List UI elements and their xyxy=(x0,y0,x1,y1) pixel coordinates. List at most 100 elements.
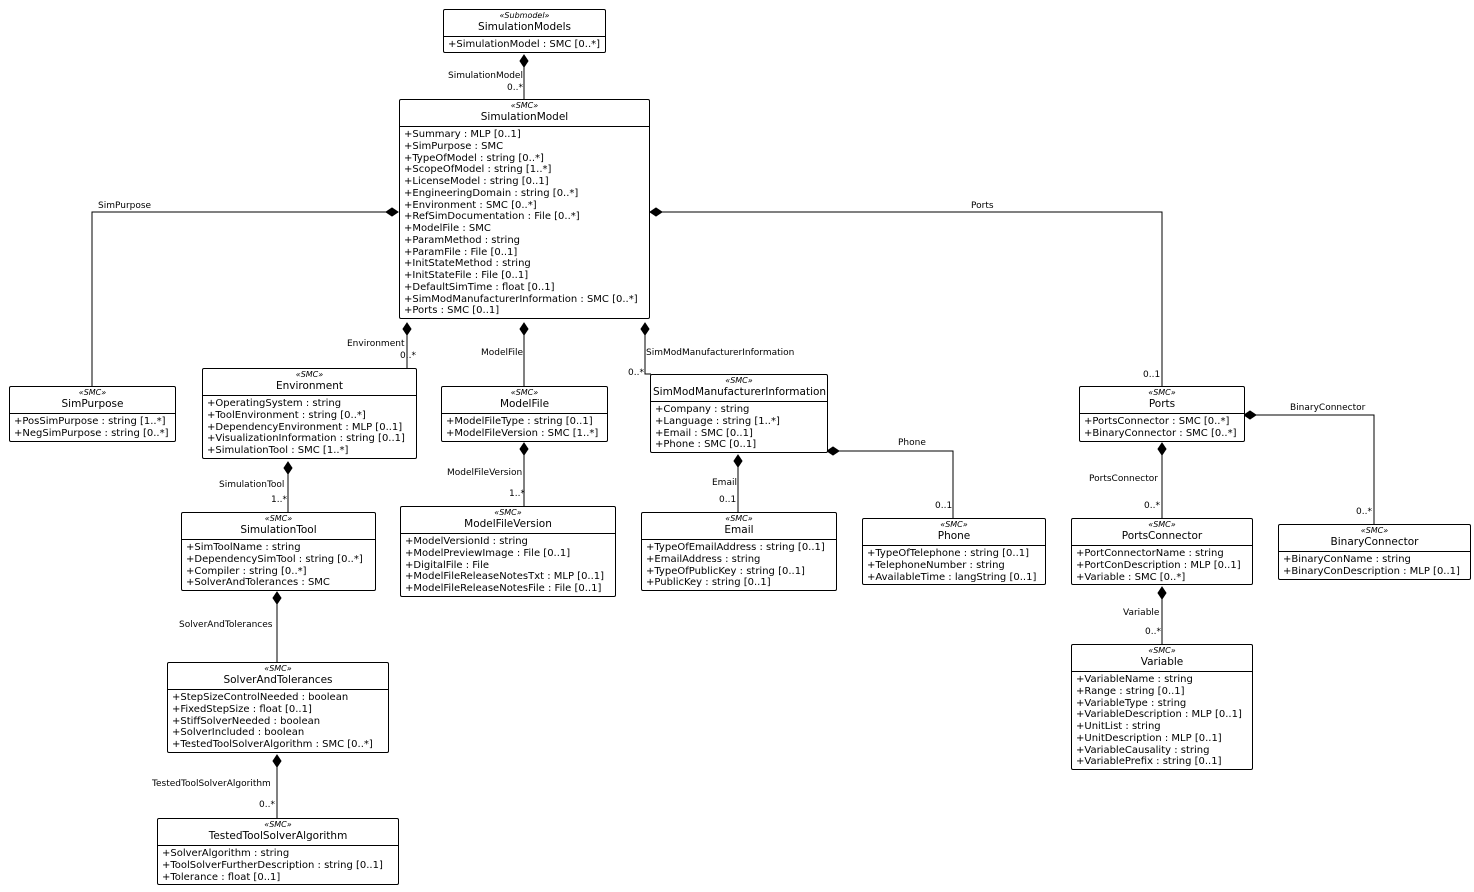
line-binary-connector xyxy=(1247,414,1375,524)
attribute: +NegSimPurpose : string [0..*] xyxy=(14,427,169,439)
attribute: +PublicKey : string [0..1] xyxy=(646,577,771,589)
class-name: SimulationModel xyxy=(480,111,569,123)
attribute: +Tolerance : float [0..1] xyxy=(162,871,281,883)
class-simulation-models: «Submodel» SimulationModels +SimulationM… xyxy=(443,9,606,53)
multiplicity-variable: 0..* xyxy=(1145,627,1161,637)
role-label-ports: Ports xyxy=(971,201,994,211)
attribute: +ScopeOfModel : string [1..*] xyxy=(404,164,552,176)
stereotype: «SMC» xyxy=(510,101,539,110)
attribute: +RefSimDocumentation : File [0..*] xyxy=(404,211,580,223)
attribute-list: +Company : string +Language : string [1.… xyxy=(651,402,827,452)
attribute-list: +SolverAlgorithm : string +ToolSolverFur… xyxy=(158,846,398,884)
attribute: +Compiler : string [0..*] xyxy=(186,565,307,577)
class-name: SimulationModels xyxy=(478,21,571,33)
multiplicity-sim-mod-manufacturer-information: 0..* xyxy=(628,368,644,378)
role-label-phone: Phone xyxy=(898,438,926,448)
multiplicity-model-file-version: 1..* xyxy=(509,489,525,499)
composition-diamond-ports xyxy=(649,207,663,217)
stereotype: «SMC» xyxy=(1360,526,1389,535)
attribute: +Range : string [0..1] xyxy=(1076,685,1185,697)
attribute-list: +SimToolName : string +DependencySimTool… xyxy=(182,540,375,590)
stereotype: «SMC» xyxy=(78,388,107,397)
attribute: +ModelVersionId : string xyxy=(405,536,528,547)
class-header: «SMC» Phone xyxy=(863,519,1045,546)
attribute-list: +SimulationModel : SMC [0..*] xyxy=(444,37,605,52)
multiplicity-tested-tool-solver-algorithm: 0..* xyxy=(259,800,275,810)
class-header: «SMC» BinaryConnector xyxy=(1279,525,1470,552)
class-name: TestedToolSolverAlgorithm xyxy=(208,830,348,842)
attribute: +TypeOfEmailAddress : string [0..1] xyxy=(646,542,825,553)
class-name: Phone xyxy=(937,530,971,542)
multiplicity-email: 0..1 xyxy=(719,495,737,505)
class-model-file: «SMC» ModelFile +ModelFileType : string … xyxy=(441,386,608,442)
role-label-sim-mod-manufacturer-information: SimModManufacturerInformation xyxy=(646,348,795,358)
attribute: +ModelPreviewImage : File [0..1] xyxy=(405,547,571,559)
attribute: +Email : SMC [0..1] xyxy=(655,427,753,439)
composition-diamond-variable xyxy=(1157,586,1167,600)
composition-diamond-tested-tool-solver-algorithm xyxy=(272,754,282,768)
attribute: +EmailAddress : string xyxy=(646,553,761,565)
class-header: «SMC» Variable xyxy=(1072,645,1252,672)
attribute-list: +Summary : MLP [0..1] +SimPurpose : SMC … xyxy=(400,127,649,318)
stereotype: «SMC» xyxy=(264,820,292,829)
class-header: «SMC» TestedToolSolverAlgorithm xyxy=(158,819,398,846)
attribute: +InitStateFile : File [0..1] xyxy=(404,270,529,281)
stereotype: «SMC» xyxy=(264,664,292,673)
stereotype: «SMC» xyxy=(510,388,539,397)
attribute: +Phone : SMC [0..1] xyxy=(655,439,757,451)
multiplicity-ports-connector: 0..* xyxy=(1144,501,1160,511)
attribute: +StiffSolverNeeded : boolean xyxy=(172,715,321,727)
class-variable: «SMC» Variable +VariableName : string +R… xyxy=(1071,644,1253,770)
attribute: +Language : string [1..*] xyxy=(655,415,780,427)
class-name: ModelFileVersion xyxy=(464,518,552,530)
composition-diamond-email xyxy=(733,454,743,468)
class-email: «SMC» Email +TypeOfEmailAddress : string… xyxy=(641,512,837,591)
role-label-simulation-tool: SimulationTool xyxy=(219,480,285,490)
composition-diamond-simulation-tool xyxy=(283,461,293,475)
multiplicity-binary-connector: 0..* xyxy=(1356,507,1372,517)
attribute: +Ports : SMC [0..1] xyxy=(404,305,500,317)
attribute: +TypeOfTelephone : string [0..1] xyxy=(867,548,1030,559)
stereotype: «SMC» xyxy=(1148,388,1176,397)
class-solver-and-tolerances: «SMC» SolverAndTolerances +StepSizeContr… xyxy=(167,662,389,753)
attribute: +Environment : SMC [0..*] xyxy=(404,199,537,211)
class-header: «SMC» SimulationModel xyxy=(400,100,649,127)
attribute: +VisualizationInformation : string [0..1… xyxy=(207,433,405,445)
multiplicity-simulation-tool: 1..* xyxy=(271,495,287,505)
attribute: +TelephoneNumber : string xyxy=(867,559,1005,571)
composition-diamond-phone xyxy=(826,446,840,456)
class-header: «SMC» SolverAndTolerances xyxy=(168,663,388,690)
attribute: +StepSizeControlNeeded : boolean xyxy=(172,692,349,703)
attribute: +ModelFileType : string [0..1] xyxy=(446,416,593,427)
class-name: ModelFile xyxy=(499,398,550,410)
role-label-solver-and-tolerances: SolverAndTolerances xyxy=(179,620,273,630)
attribute: +ParamMethod : string xyxy=(404,234,521,246)
attribute: +SimulationTool : SMC [1..*] xyxy=(207,445,349,456)
attribute: +ModelFileReleaseNotesFile : File [0..1] xyxy=(405,583,602,594)
stereotype: «SMC» xyxy=(1148,646,1176,655)
attribute: +BinaryConnector : SMC [0..*] xyxy=(1084,427,1237,439)
attribute-list: +TypeOfTelephone : string [0..1] +Teleph… xyxy=(863,546,1045,584)
attribute: +AvailableTime : langString [0..1] xyxy=(867,571,1037,583)
class-model-file-version: «SMC» ModelFileVersion +ModelVersionId :… xyxy=(400,506,616,597)
attribute: +ToolSolverFurtherDescription : string [… xyxy=(162,859,383,871)
attribute: +PosSimPurpose : string [1..*] xyxy=(14,416,166,427)
class-header: «SMC» PortsConnector xyxy=(1072,519,1252,546)
attribute: +PortConDescription : MLP [0..1] xyxy=(1076,559,1241,571)
line-sim-mod-manufacturer-information xyxy=(644,326,651,375)
attribute: +TestedToolSolverAlgorithm : SMC [0..*] xyxy=(172,739,373,750)
attribute: +SolverAlgorithm : string xyxy=(162,848,290,859)
attribute-list: +StepSizeControlNeeded : boolean +FixedS… xyxy=(168,690,388,752)
attribute: +TypeOfPublicKey : string [0..1] xyxy=(646,565,805,577)
attribute: +OperatingSystem : string xyxy=(207,398,342,409)
stereotype: «SMC» xyxy=(264,514,293,523)
attribute-list: +PortsConnector : SMC [0..*] +BinaryConn… xyxy=(1080,414,1244,441)
class-header: «SMC» SimModManufacturerInformation xyxy=(651,375,827,402)
composition-diamond-ports-connector xyxy=(1157,442,1167,456)
composition-diamond-environment xyxy=(402,322,412,336)
role-label-model-file: ModelFile xyxy=(481,348,524,358)
attribute: +SimulationModel : SMC [0..*] xyxy=(448,39,601,50)
attribute: +ModelFileVersion : SMC [1..*] xyxy=(446,427,599,439)
class-header: «SMC» Email xyxy=(642,513,836,540)
attribute-list: +PosSimPurpose : string [1..*] +NegSimPu… xyxy=(10,414,175,441)
